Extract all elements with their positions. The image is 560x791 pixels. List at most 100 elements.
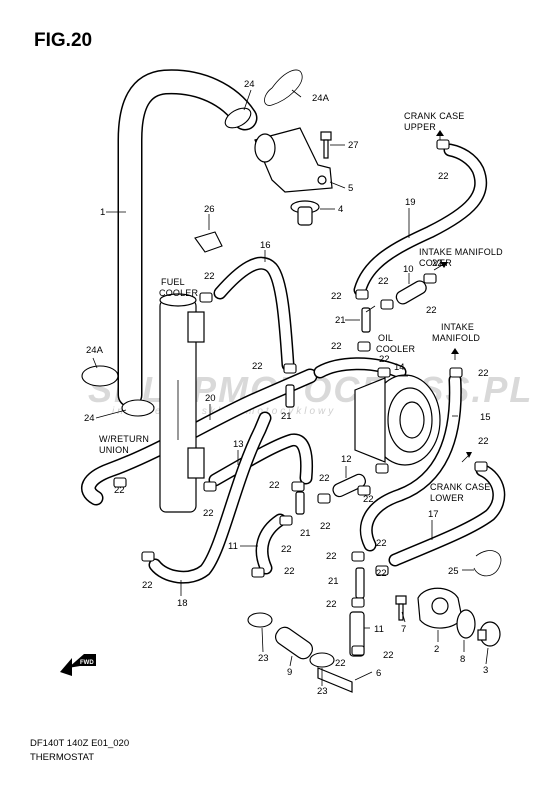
hose-16	[213, 256, 295, 372]
hose-18	[148, 411, 272, 584]
note-intake-manifold-1: INTAKE	[441, 322, 474, 332]
thermostat-4	[290, 200, 320, 226]
callout-22-k: 22	[281, 544, 292, 555]
callout-13: 13	[233, 439, 244, 450]
callout-16: 16	[260, 240, 271, 251]
hose-19	[353, 143, 488, 297]
note-crank-case-lower-2: LOWER	[430, 493, 464, 503]
callout-27: 27	[348, 140, 359, 151]
fittings-vertical	[285, 307, 371, 657]
callout-6: 6	[376, 668, 381, 679]
callout-3: 3	[483, 665, 488, 676]
callout-17: 17	[428, 509, 439, 520]
callout-2: 2	[434, 644, 439, 655]
callout-22-p: 22	[142, 580, 153, 591]
callout-22-n: 22	[284, 566, 295, 577]
callout-22-g: 22	[269, 480, 280, 491]
callout-14: 14	[394, 362, 405, 373]
callout-22-fuel-bottom: 22	[203, 508, 214, 519]
callout-9: 9	[287, 667, 292, 678]
callout-21-top: 21	[335, 315, 346, 326]
callout-25: 25	[448, 566, 459, 577]
figure-subtitle: THERMOSTAT	[30, 752, 94, 763]
callout-7: 7	[401, 624, 406, 635]
thermostat-3	[477, 621, 501, 647]
callout-23-left: 23	[258, 653, 269, 664]
pipe-10	[395, 280, 427, 305]
pipe-12	[332, 473, 366, 498]
hoses	[81, 69, 506, 584]
note-oil-cooler-1: OIL	[378, 333, 393, 343]
notes: CRANK CASE UPPER INTAKE MANIFOLD COVER I…	[99, 111, 503, 503]
callout-22-h: 22	[319, 473, 330, 484]
hose-11-left	[255, 513, 287, 575]
thermostat-housing-5	[254, 127, 333, 193]
callout-22-b: 22	[378, 276, 389, 287]
note-crank-case-upper-2: UPPER	[404, 122, 436, 132]
callout-24-top: 24	[244, 79, 255, 90]
hose-17	[388, 463, 506, 567]
callout-24A-top: 24A	[312, 93, 330, 104]
figure-title: FIG.20	[34, 30, 92, 51]
callout-22-m: 22	[376, 538, 387, 549]
pipe-9	[274, 626, 314, 660]
hose-15	[359, 373, 462, 552]
note-fuel-cooler-1: FUEL	[161, 277, 185, 287]
callout-5: 5	[348, 183, 353, 194]
o-ring-8	[456, 609, 476, 639]
callout-22-s: 22	[335, 658, 346, 669]
callout-22-union: 22	[114, 485, 125, 496]
callout-4: 4	[338, 204, 343, 215]
callout-22-j: 22	[320, 521, 331, 532]
callout-22-crank-upper: 22	[438, 171, 449, 182]
callout-numbers: 1 24 24A 27 5 4 26 16 19 10 22 22 22 22 …	[84, 79, 491, 697]
callout-22-manifold-cover: 22	[432, 258, 443, 269]
callout-11-left: 11	[228, 541, 238, 552]
callout-22-o: 22	[376, 568, 387, 579]
callout-24-left: 24	[84, 413, 95, 424]
hose-1	[117, 69, 258, 408]
fwd-label: FWD	[80, 660, 94, 666]
callout-15: 15	[480, 412, 491, 423]
pipe-6	[317, 667, 353, 693]
fwd-arrow: FWD	[60, 654, 96, 676]
callout-1: 1	[100, 207, 105, 218]
callout-22-crank-lower: 22	[478, 436, 489, 447]
callout-11-right: 11	[374, 624, 384, 635]
leader-lines	[92, 89, 489, 686]
callout-8: 8	[460, 654, 465, 665]
callout-22-c: 22	[426, 305, 437, 316]
callout-22-l: 22	[326, 551, 337, 562]
callout-22-i: 22	[363, 494, 374, 505]
callout-22-fuel-top: 22	[204, 271, 215, 282]
note-oil-cooler-2: COOLER	[376, 344, 416, 354]
callout-22-intake: 22	[478, 368, 489, 379]
callout-22-r: 22	[383, 650, 394, 661]
thermostat-cover-2	[417, 587, 463, 629]
callout-22-f: 22	[252, 361, 263, 372]
hose-20	[81, 368, 318, 506]
callout-23-right: 23	[317, 686, 328, 697]
note-return-union-1: W/RETURN	[99, 434, 149, 444]
note-fuel-cooler-2: COOLER	[159, 288, 199, 298]
callout-18: 18	[177, 598, 188, 609]
note-crank-case-lower-1: CRANK CASE	[430, 482, 491, 492]
callout-21-mid: 21	[281, 411, 292, 422]
callout-21-lower: 21	[300, 528, 311, 539]
callout-22-d: 22	[331, 341, 342, 352]
hose-13	[208, 433, 314, 487]
hose-upper-link	[313, 357, 407, 379]
note-crank-case-upper-1: CRANK CASE	[404, 111, 465, 121]
note-intake-manifold-cover-2: COVER	[419, 258, 452, 268]
callout-12: 12	[341, 454, 352, 465]
fuel-cooler-body	[159, 293, 205, 513]
bolt-7	[395, 595, 407, 621]
figure-model: DF140T 140Z E01_020	[30, 738, 129, 749]
callout-24A-left: 24A	[86, 345, 104, 356]
callout-22-a: 22	[331, 291, 342, 302]
spring-clamps	[81, 69, 502, 668]
note-intake-manifold-cover-1: INTAKE MANIFOLD	[419, 247, 503, 257]
note-return-union-2: UNION	[99, 445, 129, 455]
callout-10: 10	[403, 264, 414, 275]
clamps-22	[113, 139, 488, 656]
